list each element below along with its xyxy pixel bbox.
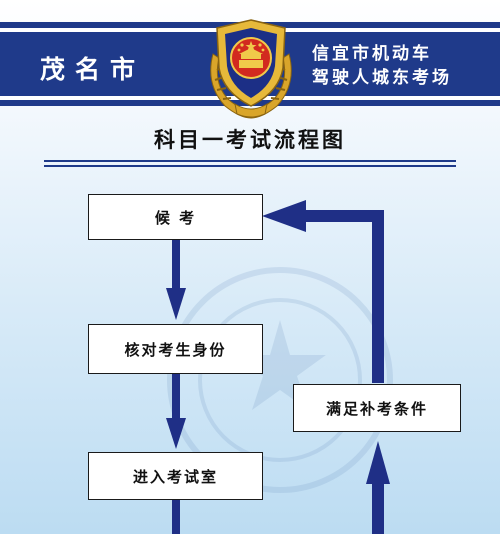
city-name: 茂名市 — [40, 55, 146, 84]
title-underline-1 — [44, 160, 456, 162]
title-underline-2 — [44, 165, 456, 167]
node-enter-exam-room: 进入考试室 — [88, 452, 263, 500]
arrow-below-to-retake — [372, 480, 384, 534]
exam-site-name: 信宜市机动车 驾驶人城东考场 — [312, 42, 500, 90]
watermark-emblem-icon — [167, 267, 393, 493]
police-emblem-icon — [210, 19, 292, 119]
arrowhead-wait-to-verify — [166, 288, 186, 320]
arrow-retake-left — [300, 210, 384, 222]
page-title: 科目一考试流程图 — [154, 128, 346, 152]
arrowhead-retake-to-wait — [262, 200, 306, 232]
arrow-retake-up — [372, 210, 384, 383]
node-verify-identity: 核对考生身份 — [88, 324, 263, 374]
exam-site-line2: 驾驶人城东考场 — [312, 68, 452, 88]
arrow-wait-to-verify — [172, 240, 180, 292]
arrow-enter-to-next — [172, 500, 180, 534]
arrow-verify-to-enter — [172, 374, 180, 422]
arrowhead-below-to-retake — [366, 441, 390, 484]
arrowhead-verify-to-enter — [166, 418, 186, 449]
exam-site-line1: 信宜市机动车 — [312, 44, 432, 64]
node-retake-eligible: 满足补考条件 — [293, 384, 461, 432]
node-wait: 候 考 — [88, 194, 263, 240]
